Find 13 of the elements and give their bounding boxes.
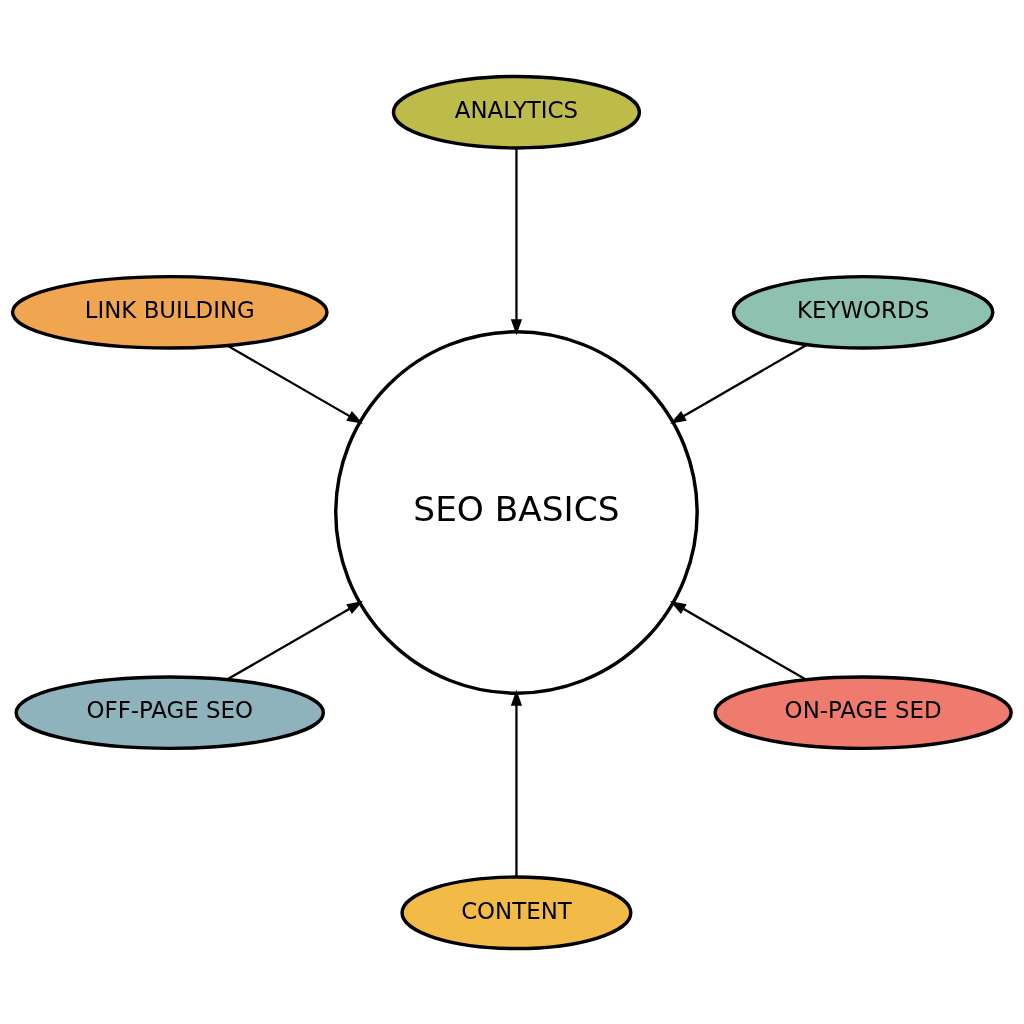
arrow: [510, 689, 523, 877]
node-ellipse: KEYWORDS: [731, 274, 995, 350]
node-ellipse: CONTENT: [400, 874, 633, 950]
node-ellipse: ANALYTICS: [391, 74, 642, 150]
arrow: [670, 343, 808, 424]
arrow: [226, 600, 363, 681]
node-ellipse: ON-PAGE SED: [713, 674, 1013, 750]
arrow: [510, 147, 523, 335]
arrow: [226, 344, 363, 424]
arrow: [669, 600, 807, 681]
node-ellipse: LINK BUILDING: [10, 274, 329, 350]
node-circle: SEO BASICS: [334, 329, 699, 695]
node-ellipse: OFF-PAGE SEO: [14, 674, 326, 750]
